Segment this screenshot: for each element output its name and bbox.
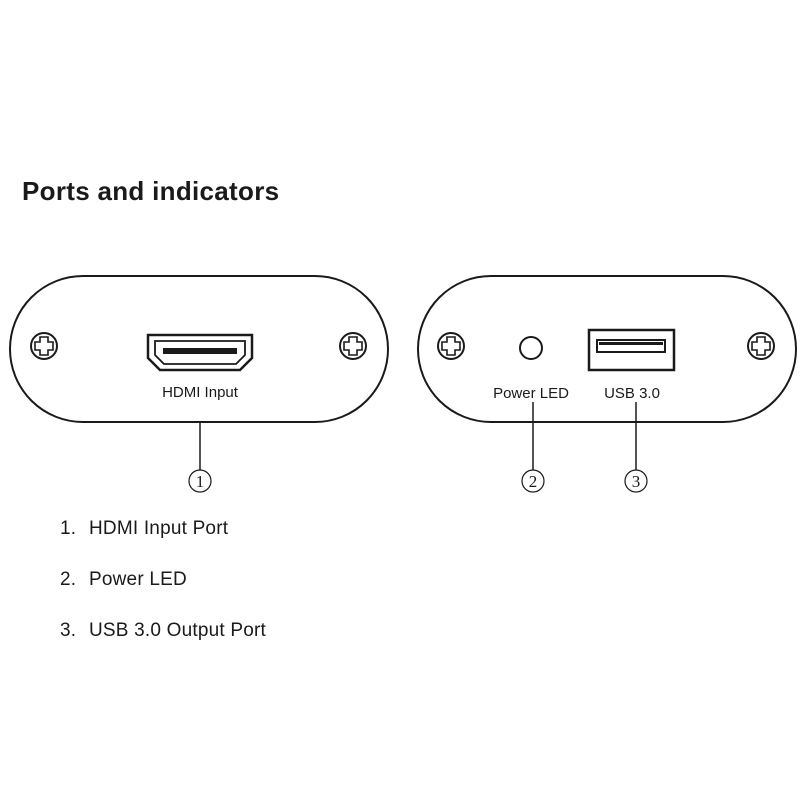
screw-icon <box>747 332 775 360</box>
hdmi-input-label: HDMI Input <box>162 384 239 401</box>
list-item: 1. HDMI Input Port <box>60 515 266 566</box>
callout-1: 1 <box>196 472 205 491</box>
led-icon <box>519 336 543 360</box>
list-index: 1. <box>60 518 77 539</box>
list-text: USB 3.0 Output Port <box>89 620 266 641</box>
list-text: Power LED <box>89 569 187 590</box>
screw-icon <box>30 332 58 360</box>
list-index: 3. <box>60 620 77 641</box>
right-panel: Power LED USB 3.0 2 3 <box>417 275 797 493</box>
screw-icon <box>437 332 465 360</box>
list-item: 3. USB 3.0 Output Port <box>60 617 266 668</box>
screw-icon <box>339 332 367 360</box>
left-panel: HDMI Input 1 <box>9 275 389 493</box>
list-text: HDMI Input Port <box>89 518 229 539</box>
usb-label: USB 3.0 <box>604 385 660 402</box>
legend-list: 1. HDMI Input Port 2. Power LED 3. USB 3.0 … <box>60 515 266 668</box>
callout-3: 3 <box>632 472 641 491</box>
list-index: 2. <box>60 569 77 590</box>
hdmi-port-icon <box>146 333 254 372</box>
list-item: 2. Power LED <box>60 566 266 617</box>
page-title: Ports and indicators <box>22 176 280 206</box>
usb-port-icon <box>587 328 676 372</box>
power-led-label: Power LED <box>493 385 569 402</box>
callout-2: 2 <box>529 472 538 491</box>
